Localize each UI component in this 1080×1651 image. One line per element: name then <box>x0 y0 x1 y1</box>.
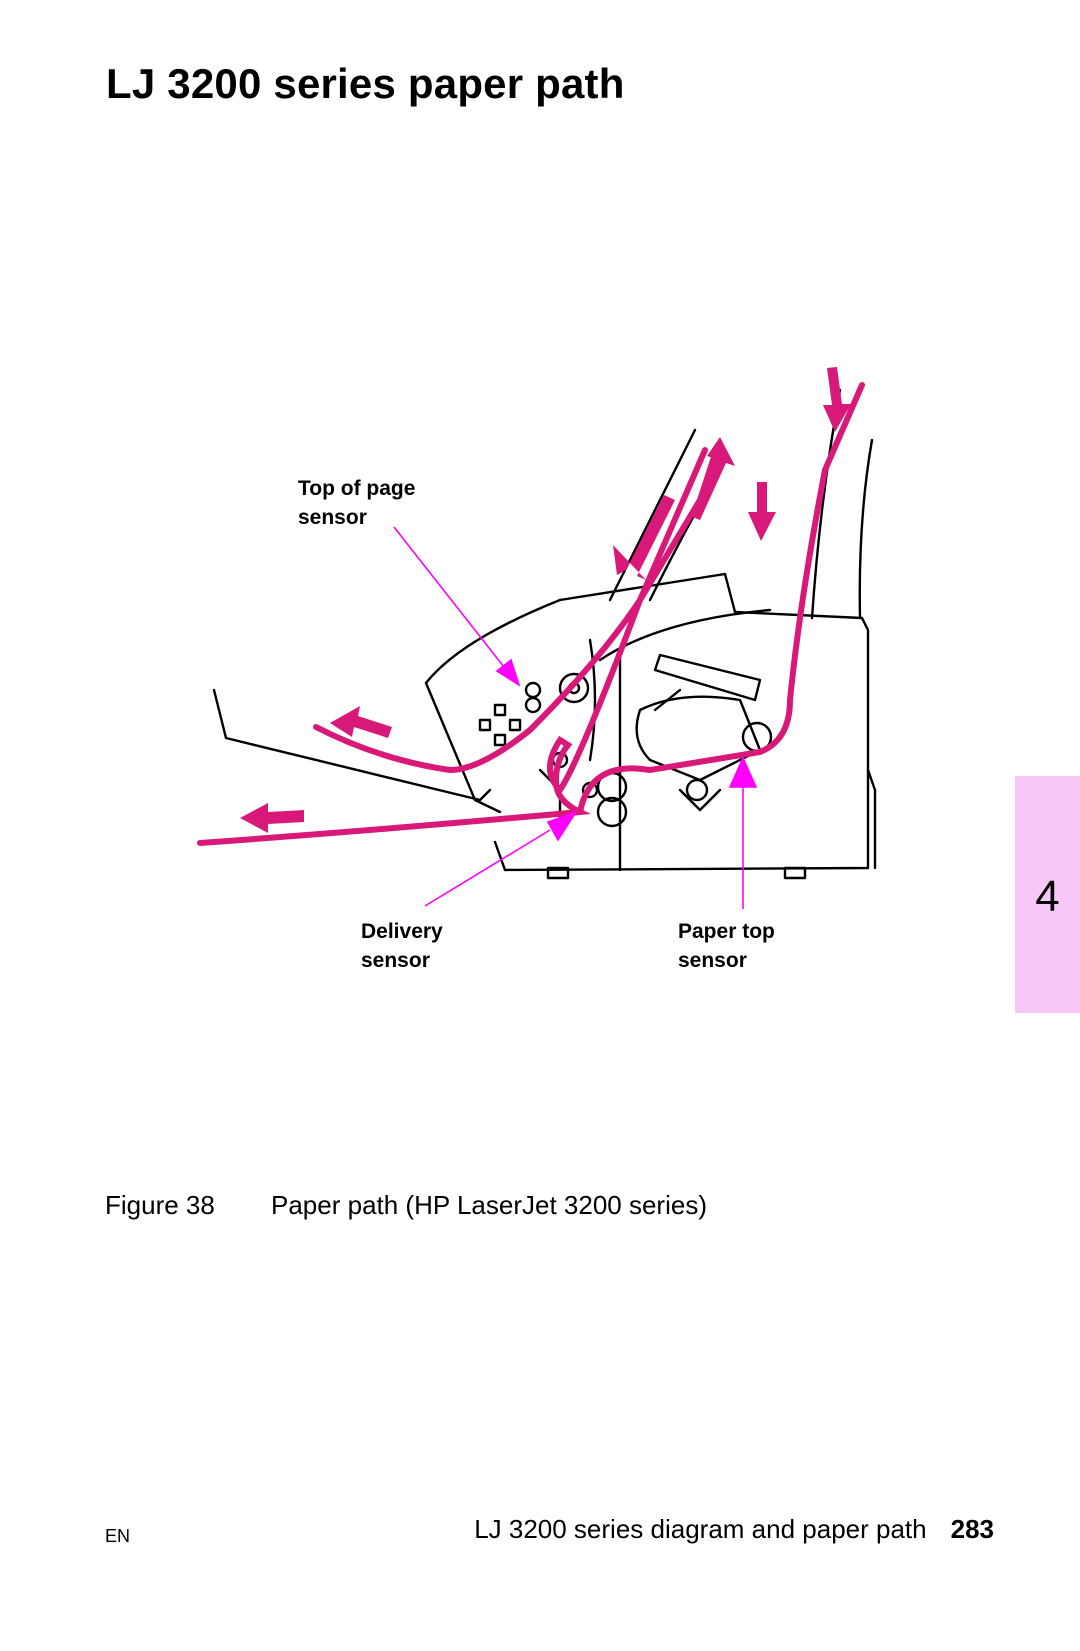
upper-path <box>313 442 721 774</box>
leader-delivery <box>424 829 551 907</box>
chapter-number: 4 <box>1035 872 1060 921</box>
arrowhead-paper-top <box>728 756 758 788</box>
arrow-down-tray-4 <box>823 367 851 432</box>
footer-language: EN <box>105 1526 131 1546</box>
direction-arrows <box>240 367 851 833</box>
footer-section-title: LJ 3200 series diagram and paper path <box>474 1514 927 1544</box>
footer-running-head: LJ 3200 series diagram and paper path 283 <box>474 1514 994 1545</box>
leader-top-of-page <box>393 526 505 668</box>
paper-top-sensor-line1: Paper top <box>678 920 775 943</box>
page-number: 283 <box>950 1514 994 1544</box>
delivery-sensor-label: Delivery sensor <box>361 917 443 975</box>
callout-leaders <box>393 526 758 909</box>
paper-path-routes <box>197 382 865 846</box>
arrow-up-tray-2 <box>690 437 735 520</box>
top-of-page-sensor-line1: Top of page <box>298 477 416 500</box>
chapter-tab: 4 <box>1015 776 1080 1013</box>
top-of-page-sensor-label: Top of page sensor <box>298 474 415 532</box>
figure-caption-text: Paper path (HP LaserJet 3200 series) <box>271 1190 707 1220</box>
arrow-down-tray-1 <box>613 495 675 580</box>
arrow-left-upper <box>330 706 392 738</box>
page-title: LJ 3200 series paper path <box>106 60 625 107</box>
delivery-sensor-line1: Delivery <box>361 920 443 943</box>
delivery-sensor-line2: sensor <box>361 949 430 972</box>
paper-top-sensor-label: Paper top sensor <box>678 917 775 975</box>
paper-top-sensor-line2: sensor <box>678 949 747 972</box>
printer-outline <box>212 388 877 880</box>
top-of-page-sensor-line2: sensor <box>298 506 367 529</box>
arrow-left-lower <box>240 803 304 833</box>
arrowhead-top-of-page <box>495 658 521 687</box>
lower-right-path <box>577 382 865 815</box>
arrowhead-delivery <box>546 810 578 842</box>
arrow-down-tray-3 <box>748 482 776 541</box>
main-path <box>197 447 708 846</box>
figure-caption-number: Figure 38 <box>105 1190 215 1220</box>
